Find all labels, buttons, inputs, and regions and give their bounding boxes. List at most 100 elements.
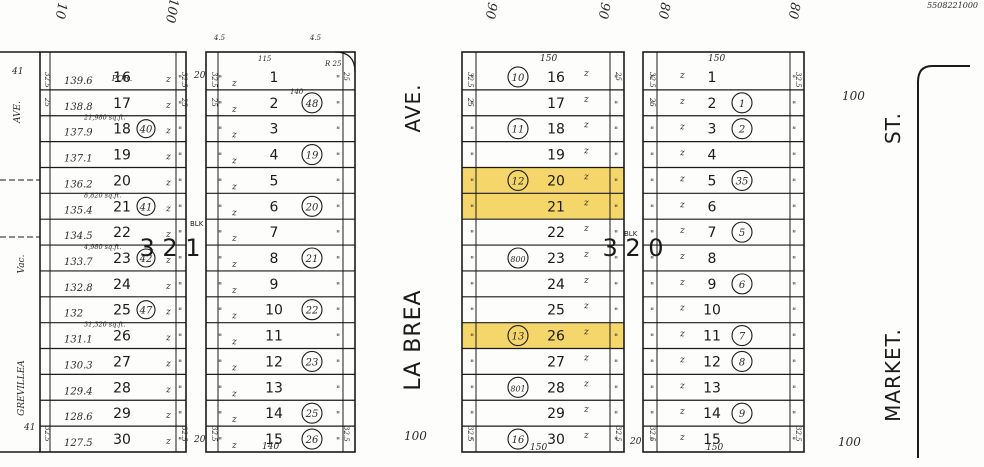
block-320-tick: " xyxy=(650,308,654,318)
block-320-blk: BLK xyxy=(624,230,638,238)
block-320-z-mark: z xyxy=(583,198,589,208)
block-320-z-mark: z xyxy=(679,381,685,391)
block-321-lot-22: 22 xyxy=(113,225,131,241)
block-321-z-mark: z xyxy=(231,105,237,115)
block-321-tick: " xyxy=(178,204,182,214)
block-321-lot-27: 27 xyxy=(113,354,131,370)
block-321-tick: " xyxy=(218,204,222,214)
block-320-parcel-10: 10 xyxy=(512,73,525,84)
block-321-tick: " xyxy=(336,230,340,240)
market-street-label: MARKET. xyxy=(881,328,905,422)
block-321-tick: " xyxy=(336,334,340,344)
block-320-lot-11: 11 xyxy=(703,329,721,345)
block-320-lot-22: 22 xyxy=(547,225,565,241)
block-320-lot-10: 10 xyxy=(703,303,721,319)
block-320-lot-17: 17 xyxy=(547,96,565,112)
block-321-tick: " xyxy=(218,127,222,137)
block-320-tick: " xyxy=(792,204,796,214)
block-320-parcel-13: 13 xyxy=(512,332,525,343)
block-321-area-18: 21,980 sq.ft. xyxy=(83,114,125,122)
dim-100: 100 xyxy=(404,429,427,443)
block-320-z-mark: z xyxy=(679,330,685,340)
dim-20: 20 xyxy=(629,437,642,447)
block-320-lot-16: 16 xyxy=(547,70,565,86)
block-320-parcel-circle-2 xyxy=(731,118,753,140)
dim-325: 32.5 xyxy=(466,72,474,88)
block-320-z-mark: z xyxy=(583,147,589,157)
block-320-parcel-12: 12 xyxy=(512,176,525,187)
block-320-z-mark: z xyxy=(679,149,685,159)
block-320-parcel-circle-7 xyxy=(731,325,753,347)
block-321-lot-7: 7 xyxy=(270,225,279,241)
block-321-area-26: 31,320 sq.ft. xyxy=(84,321,125,329)
block-321-tick: " xyxy=(336,385,340,395)
block-321-depth-30: 127.5 xyxy=(64,438,93,449)
block-320-tick: " xyxy=(650,127,654,137)
block-320-parcel-7: 7 xyxy=(739,332,746,343)
block-321-lot-11: 11 xyxy=(265,329,283,345)
grevillea-vac-label: Vac. xyxy=(17,254,27,273)
block-321-parcel-42: 42 xyxy=(139,254,153,265)
block-320-parcel-circle-6 xyxy=(731,273,753,295)
block-320-parcel-circle-9 xyxy=(731,402,753,424)
block-321-lot-5: 5 xyxy=(270,173,279,189)
block-321-z-mark: z xyxy=(165,153,171,163)
block-321-tick: " xyxy=(336,127,340,137)
block-321-parcel-circle-40 xyxy=(136,119,156,139)
top-label-10: 10 xyxy=(52,1,70,20)
block-321-tick: " xyxy=(178,359,182,369)
dim-325: 32.5 xyxy=(180,72,188,88)
corner-curve xyxy=(334,51,356,73)
block-320-parcel-circle-801 xyxy=(507,376,529,398)
grevillea-ave-label: AVE. xyxy=(13,101,23,124)
block-320-z-mark: z xyxy=(679,71,685,81)
dim-325: 32.5 xyxy=(648,426,656,442)
dim-325: 32.5 xyxy=(466,426,474,442)
block-321-tick: " xyxy=(178,308,182,318)
block-321-lot-17: 17 xyxy=(113,96,131,112)
block-320-tick: " xyxy=(792,359,796,369)
block-321-z-mark: z xyxy=(165,411,171,421)
block-320-z-mark: z xyxy=(583,224,589,234)
block-321-z-mark: z xyxy=(165,282,171,292)
block-321-z-mark: z xyxy=(231,182,237,192)
block-321-tick: " xyxy=(336,308,340,318)
block-320-lot-29: 29 xyxy=(547,406,565,422)
block-320-tick: " xyxy=(470,75,474,85)
dim-41: 41 xyxy=(11,67,23,77)
block-320-lot-20: 20 xyxy=(547,173,565,189)
block-320-tick: " xyxy=(614,437,618,447)
block-320-tick: " xyxy=(650,334,654,344)
block-321-z-mark: z xyxy=(231,363,237,373)
block-321-depth-23: 133.7 xyxy=(64,257,93,268)
block-321-depth-25: 132 xyxy=(64,309,83,320)
block-320-tick: " xyxy=(614,334,618,344)
block-321-tick: " xyxy=(218,75,222,85)
block-321-z-mark: z xyxy=(165,359,171,369)
block-320-tick: " xyxy=(614,282,618,292)
block-321-lot-21: 21 xyxy=(113,199,131,215)
block-321-tick: " xyxy=(218,359,222,369)
block-321-tick: " xyxy=(218,178,222,188)
block-321-tick: " xyxy=(178,385,182,395)
block-320-tick: " xyxy=(470,308,474,318)
block-321-z-mark: z xyxy=(165,385,171,395)
block-320-z-mark: z xyxy=(679,226,685,236)
block-321-parcel-23: 23 xyxy=(305,357,319,368)
block-320-west-outline xyxy=(461,51,625,453)
block-320-parcel-circle-5 xyxy=(731,221,753,243)
block-321-west-outline xyxy=(39,51,187,453)
block-320-lot-8: 8 xyxy=(708,251,717,267)
block-321-parcel-circle-42 xyxy=(136,248,156,268)
block-320-tick: " xyxy=(792,437,796,447)
block-321-z-mark: z xyxy=(165,334,171,344)
block-321-parcel-25: 25 xyxy=(305,409,319,420)
block-321-depth-22: 134.5 xyxy=(64,231,93,242)
block-321-z-mark: z xyxy=(231,286,237,296)
block-320-lot-26: 26 xyxy=(547,329,565,345)
block-320-lot-25: 25 xyxy=(547,303,565,319)
block-320-lot-12: 12 xyxy=(703,354,721,370)
block-320-tick: " xyxy=(470,334,474,344)
block-320-tick: " xyxy=(614,178,618,188)
